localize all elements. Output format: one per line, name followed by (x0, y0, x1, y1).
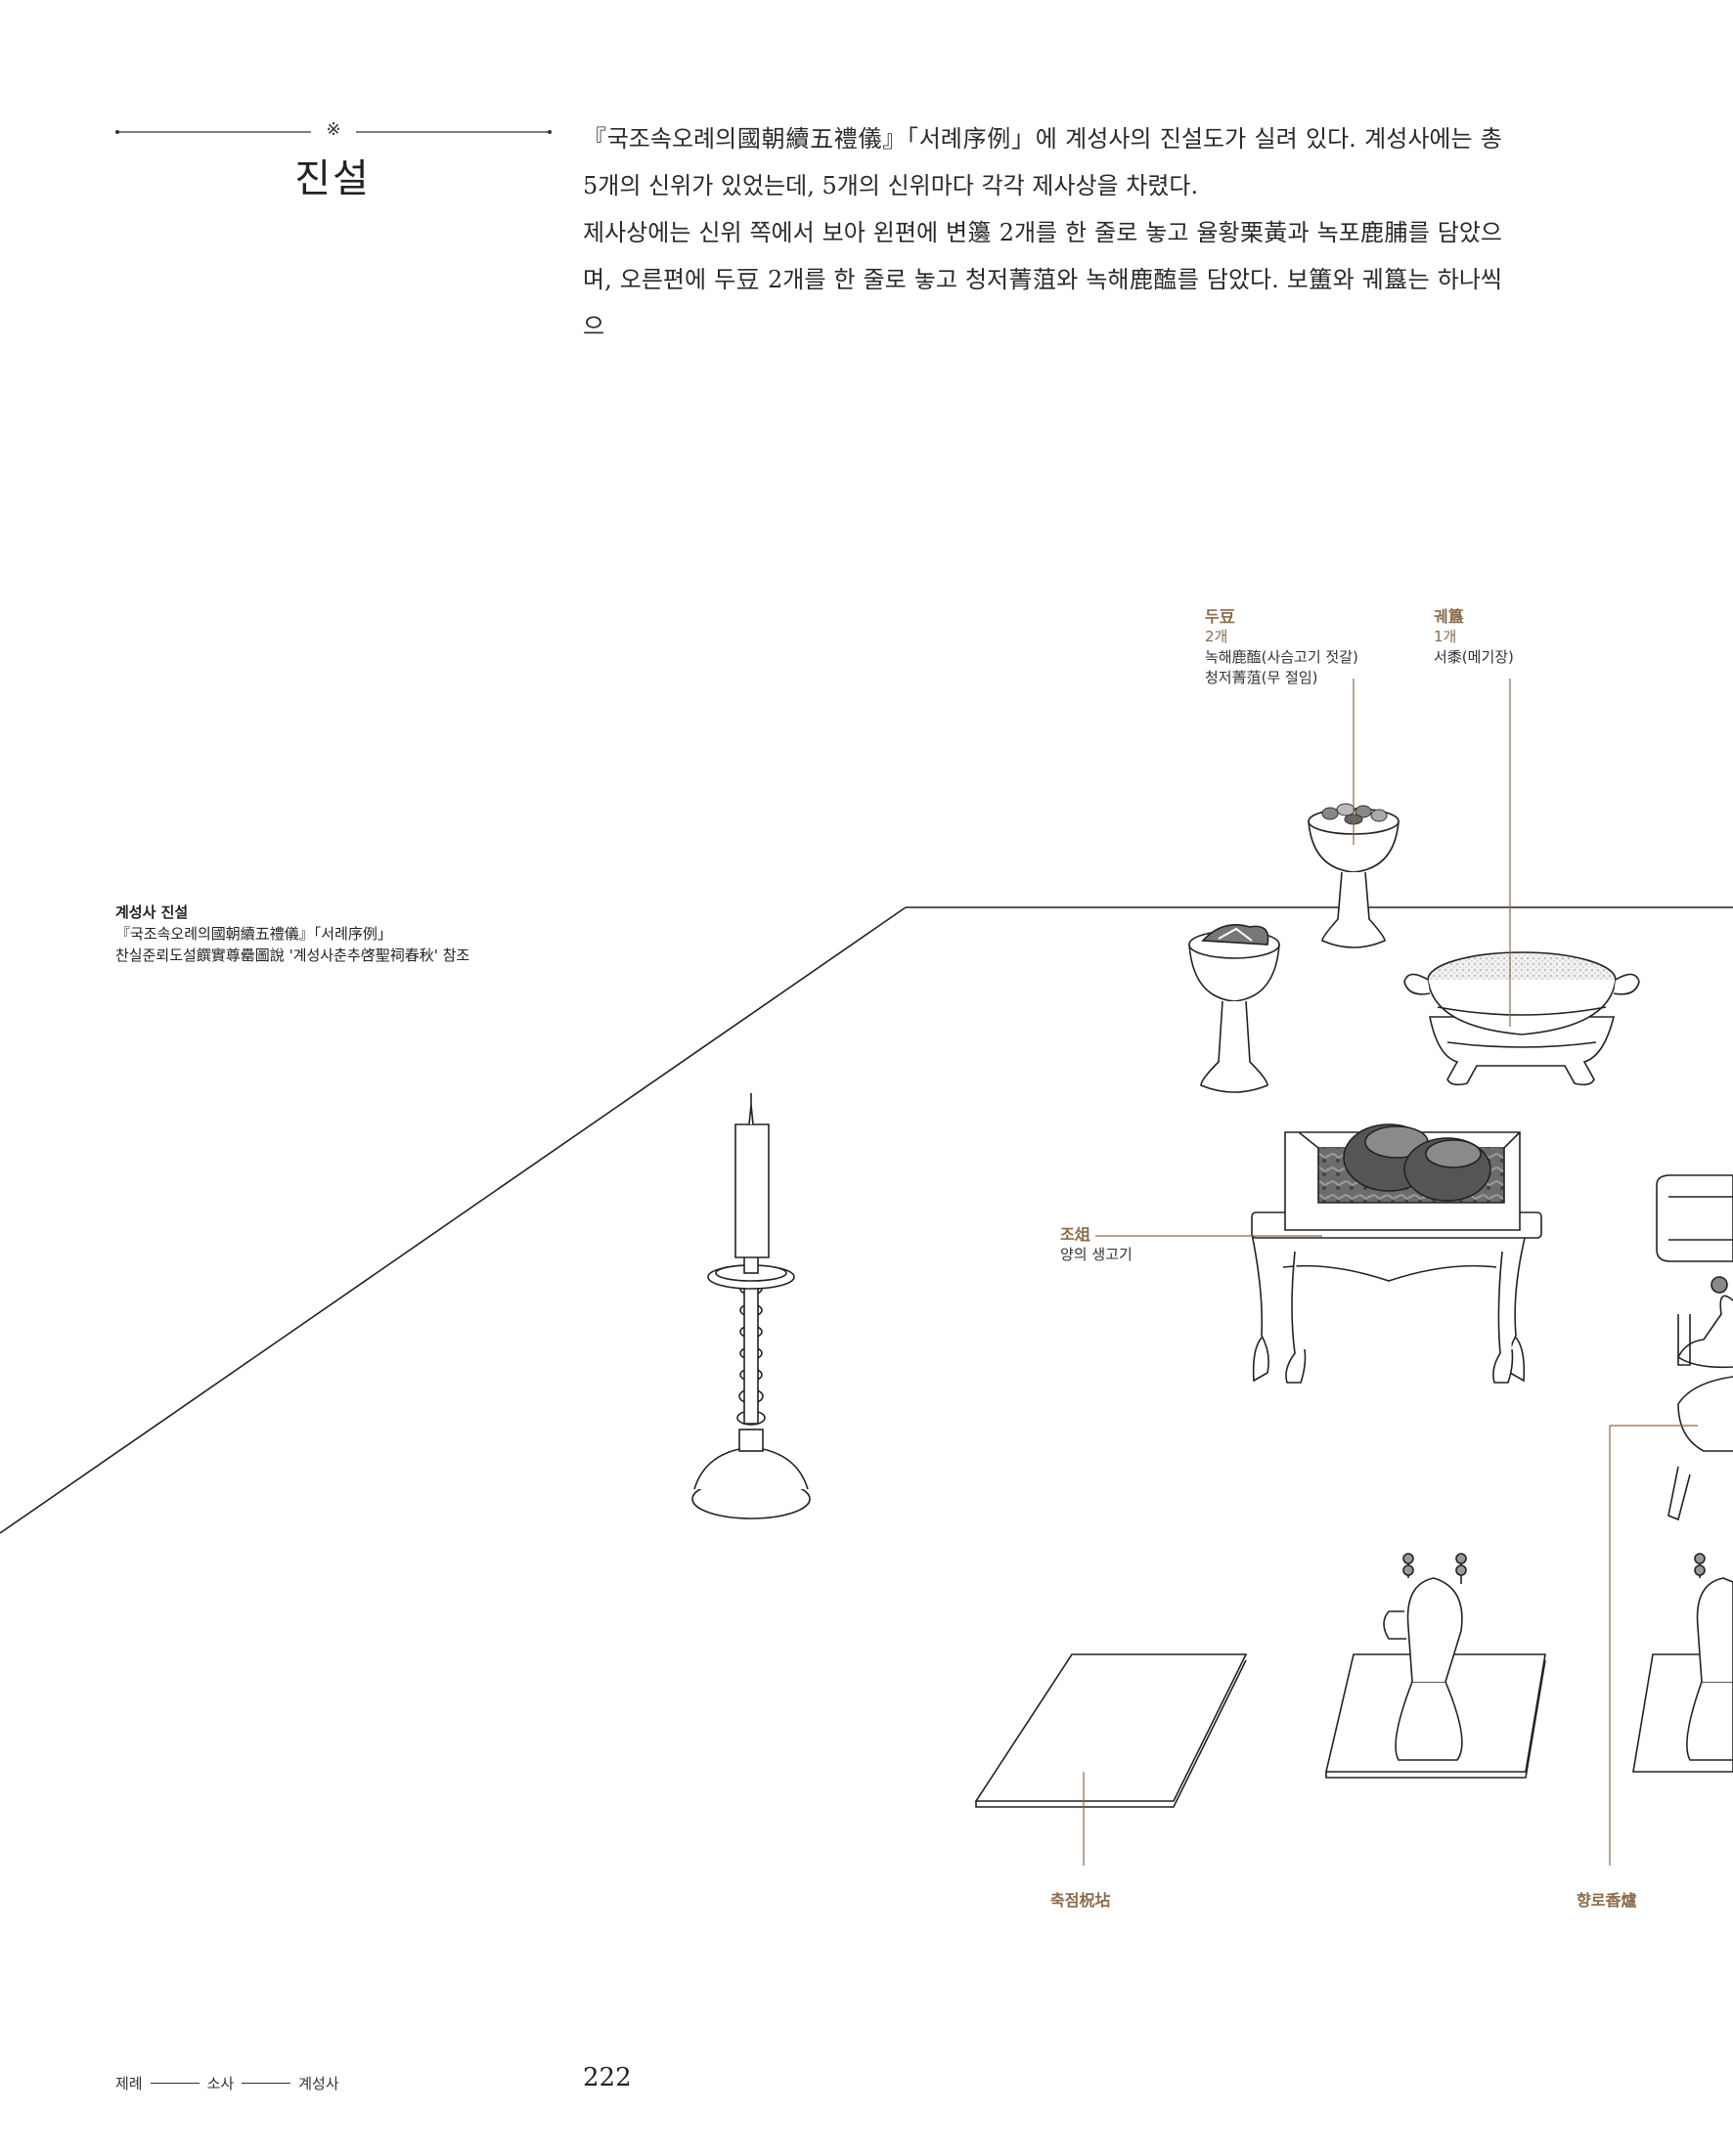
breadcrumb-separator (150, 2083, 200, 2084)
label-gwe: 궤簋 1개 서黍(메기장) (1434, 606, 1610, 668)
body-text: 『국조속오례의國朝續五禮儀』「서례序例」에 계성사의 진설도가 실려 있다. 계… (583, 115, 1502, 350)
breadcrumb-item-1: 제례 (115, 2075, 143, 2092)
caption-title: 계성사 진설 (115, 903, 189, 921)
label-jo-item1: 양의 생고기 (1060, 1246, 1133, 1263)
label-jo: 조俎 양의 생고기 (1060, 1224, 1217, 1265)
label-jo-title: 조俎 (1060, 1225, 1090, 1244)
caption-reference: 찬실준뢰도설饌實尊罍圖說 '계성사춘추啓聖祠春秋' 참조 (115, 946, 470, 964)
label-du-count: 2개 (1205, 628, 1228, 645)
gwe-vessel (1403, 951, 1640, 1086)
heading-rule (115, 130, 552, 134)
heading-ornament: ※ (326, 119, 341, 140)
label-gwe-title: 궤簋 (1434, 607, 1464, 626)
leader-lines (1083, 679, 1698, 1866)
label-hyangro: 향로香爐 (1577, 1891, 1637, 1910)
section-title: 진설 (294, 156, 371, 201)
breadcrumb-separator (242, 2083, 291, 2084)
label-du-item2: 청저菁菹(무 절임) (1205, 669, 1318, 686)
page-number: 222 (583, 2063, 632, 2092)
label-du: 두豆 2개 녹해鹿醢(사슴고기 젓갈) 청저菁菹(무 절임) (1205, 606, 1420, 688)
candle-stand (691, 1093, 811, 1519)
body-paragraph-2: 제사상에는 신위 쪽에서 보아 왼편에 변籩 2개를 한 줄로 놓고 율황栗黃과… (583, 219, 1502, 340)
breadcrumb-item-3: 계성사 (298, 2075, 339, 2092)
label-gwe-item1: 서黍(메기장) (1434, 648, 1514, 666)
caption-source: 『국조속오례의國朝續五禮儀』「서례序例」 (115, 925, 392, 943)
chukjeom-board (974, 1653, 1248, 1808)
breadcrumb-item-2: 소사 (206, 2075, 235, 2092)
incense-burner (1667, 1276, 1733, 1521)
jo-table (1251, 1123, 1542, 1384)
bo-vessel (1656, 1174, 1733, 1262)
label-du-item1: 녹해鹿醢(사슴고기 젓갈) (1205, 648, 1358, 666)
jak-vessel-2 (1632, 1553, 1733, 1773)
table-surface (0, 906, 1733, 1534)
label-du-title: 두豆 (1205, 607, 1235, 626)
label-chukjeom: 축점柷坫 (1050, 1891, 1111, 1910)
breadcrumb: 제례 소사 계성사 (115, 2073, 339, 2093)
label-gwe-count: 1개 (1434, 628, 1457, 645)
du-vessel-front (1188, 924, 1280, 1093)
body-paragraph-1: 『국조속오례의國朝續五禮儀』「서례序例」에 계성사의 진설도가 실려 있다. 계… (583, 125, 1502, 199)
figure-caption: 계성사 진설 『국조속오례의國朝續五禮儀』「서례序例」 찬실준뢰도설饌實尊罍圖說… (115, 902, 624, 966)
jak-vessel-1 (1324, 1553, 1546, 1779)
